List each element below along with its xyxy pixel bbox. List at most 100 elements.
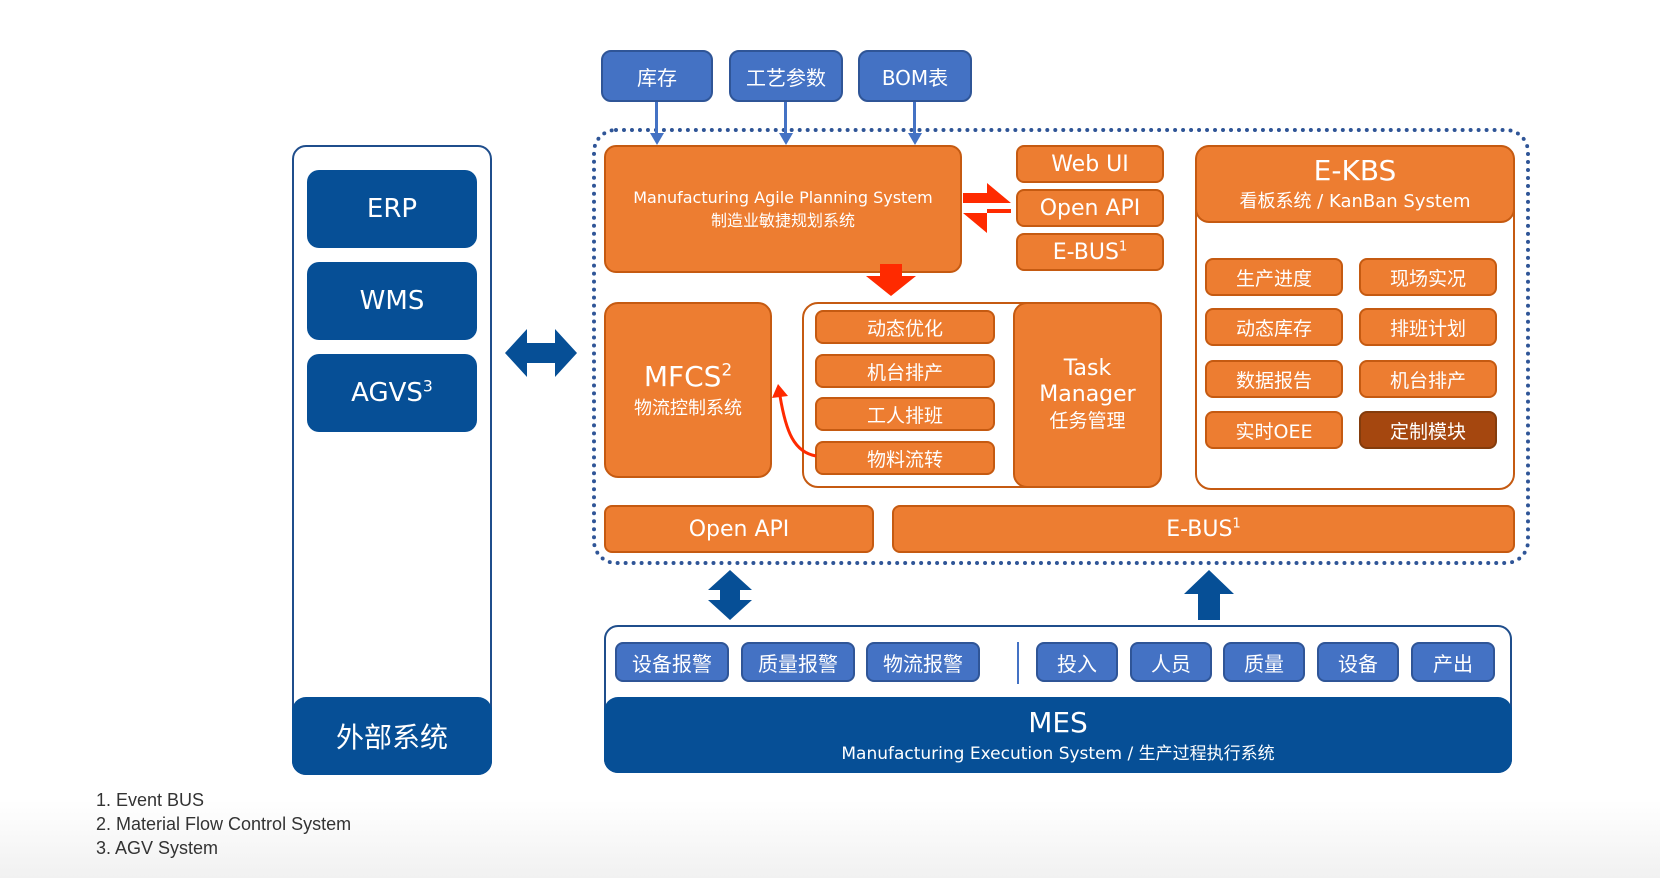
interface-web-ui[interactable]: Web UI — [1016, 145, 1164, 183]
scheduler-item[interactable]: 物料流转 — [815, 441, 995, 475]
ext-system-agvs[interactable]: AGVS3 — [307, 354, 477, 432]
interface-label: E-BUS1 — [1053, 240, 1128, 265]
arrow-down-red-icon — [866, 264, 916, 296]
kanban-module-label: 实时OEE — [1235, 420, 1313, 443]
kanban-module[interactable]: 数据报告 — [1205, 360, 1343, 398]
maps-block[interactable]: Manufacturing Agile Planning System 制造业敏… — [604, 145, 962, 273]
footnote-mark: 2 — [721, 359, 733, 380]
kanban-module-label: 排班计划 — [1389, 317, 1466, 340]
kanban-module[interactable]: 排班计划 — [1359, 308, 1497, 346]
mes-divider — [1017, 642, 1019, 684]
ebus-label: E-BUS — [1166, 516, 1233, 542]
ext-system-label: WMS — [359, 286, 425, 316]
external-systems-title: 外部系统 — [335, 721, 448, 754]
bidirectional-vertical-arrow-icon — [708, 570, 752, 620]
connector-line — [913, 102, 916, 134]
input-bom[interactable]: BOM表 — [858, 50, 972, 102]
mes-data-label: 投入 — [1057, 651, 1097, 676]
exchange-arrows-icon — [963, 183, 1011, 233]
mes-alarm-label: 物流报警 — [883, 651, 963, 676]
kanban-module[interactable]: 实时OEE — [1205, 411, 1343, 449]
mes-data-item[interactable]: 设备 — [1317, 642, 1399, 682]
kanban-module[interactable]: 生产进度 — [1205, 258, 1343, 296]
maps-title-zh: 制造业敏捷规划系统 — [710, 210, 855, 230]
bottom-open-api-label: Open API — [688, 516, 790, 542]
mes-title: MES — [1028, 705, 1088, 739]
arrow-down-icon — [779, 133, 793, 145]
footnote-mark: 1 — [1232, 516, 1241, 532]
scheduler-item-label: 物料流转 — [866, 448, 943, 471]
task-manager-block[interactable]: Task Manager 任务管理 — [1013, 302, 1162, 488]
mfcs-title-text: MFCS — [643, 360, 722, 393]
mfcs-subtitle: 物流控制系统 — [634, 398, 742, 419]
kanban-module[interactable]: 机台排产 — [1359, 360, 1497, 398]
footnotes: 1. Event BUS 2. Material Flow Control Sy… — [96, 788, 351, 860]
mes-alarm[interactable]: 质量报警 — [741, 642, 855, 682]
connector-line — [784, 102, 787, 134]
bidirectional-arrow-icon — [505, 329, 577, 377]
kanban-module-label: 定制模块 — [1389, 420, 1466, 443]
mes-data-item[interactable]: 质量 — [1223, 642, 1305, 682]
footnote: 3. AGV System — [96, 838, 219, 858]
agvs-label: AGVS — [351, 378, 423, 408]
scheduler-item[interactable]: 动态优化 — [815, 310, 995, 344]
interface-label: Web UI — [1051, 151, 1129, 177]
bottom-open-api[interactable]: Open API — [604, 505, 874, 553]
interface-ebus[interactable]: E-BUS1 — [1016, 233, 1164, 271]
footnote: 1. Event BUS — [96, 790, 205, 810]
external-systems-panel — [292, 145, 492, 775]
scheduler-item[interactable]: 工人排班 — [815, 397, 995, 431]
mes-alarm-label: 质量报警 — [758, 651, 838, 676]
mes-data-item[interactable]: 产出 — [1411, 642, 1495, 682]
mfcs-block[interactable]: MFCS2 物流控制系统 — [604, 302, 772, 478]
input-inventory[interactable]: 库存 — [601, 50, 713, 102]
interface-open-api[interactable]: Open API — [1016, 189, 1164, 227]
kanban-module-label: 生产进度 — [1235, 267, 1312, 290]
mes-data-label: 质量 — [1244, 651, 1284, 676]
scheduler-item-label: 动态优化 — [866, 317, 943, 340]
maps-title-en: Manufacturing Agile Planning System — [633, 187, 933, 207]
ext-system-label: AGVS3 — [351, 378, 433, 408]
mes-alarm[interactable]: 设备报警 — [615, 642, 729, 682]
connector-line — [655, 102, 658, 134]
kanban-module-label: 数据报告 — [1235, 369, 1312, 392]
task-manager-line: Manager — [1039, 382, 1136, 407]
mes-subtitle: Manufacturing Execution System / 生产过程执行系… — [841, 743, 1275, 764]
scheduler-item-label: 工人排班 — [866, 404, 943, 427]
input-label: 工艺参数 — [746, 65, 826, 90]
task-manager-line: 任务管理 — [1049, 410, 1126, 432]
mes-data-item[interactable]: 投入 — [1036, 642, 1118, 682]
platform-boundary — [592, 128, 1530, 565]
scheduler-item[interactable]: 机台排产 — [815, 354, 995, 388]
mes-alarm[interactable]: 物流报警 — [866, 642, 980, 682]
input-label: BOM表 — [881, 65, 949, 90]
scheduler-item-label: 机台排产 — [866, 361, 943, 384]
footnote: 2. Material Flow Control System — [96, 814, 352, 834]
ekbs-subtitle: 看板系统 / KanBan System — [1239, 191, 1471, 212]
external-systems-footer: 外部系统 — [292, 697, 492, 775]
kanban-module-label: 机台排产 — [1389, 369, 1466, 392]
ekbs-header[interactable]: E-KBS 看板系统 / KanBan System — [1195, 145, 1515, 223]
bottom-ebus-label: E-BUS1 — [1166, 517, 1241, 542]
mfcs-title: MFCS2 — [644, 360, 732, 394]
mes-alarm-label: 设备报警 — [632, 651, 712, 676]
footnote-mark: 1 — [1118, 239, 1128, 255]
input-process-params[interactable]: 工艺参数 — [729, 50, 843, 102]
kanban-module-custom[interactable]: 定制模块 — [1359, 411, 1497, 449]
mes-data-label: 设备 — [1338, 651, 1378, 676]
interface-label: Open API — [1039, 195, 1141, 221]
kanban-module[interactable]: 现场实况 — [1359, 258, 1497, 296]
mes-data-item[interactable]: 人员 — [1130, 642, 1212, 682]
mes-bar[interactable]: MES Manufacturing Execution System / 生产过… — [604, 697, 1512, 773]
kanban-module-label: 动态库存 — [1235, 317, 1312, 340]
kanban-module[interactable]: 动态库存 — [1205, 308, 1343, 346]
ekbs-title: E-KBS — [1313, 154, 1397, 187]
ext-system-wms[interactable]: WMS — [307, 262, 477, 340]
arrow-down-icon — [650, 133, 664, 145]
curved-arrow-icon — [772, 384, 817, 458]
mes-data-label: 人员 — [1151, 651, 1191, 676]
ext-system-erp[interactable]: ERP — [307, 170, 477, 248]
task-manager-line: Task — [1063, 356, 1112, 381]
kanban-module-label: 现场实况 — [1389, 267, 1466, 290]
bottom-ebus[interactable]: E-BUS1 — [892, 505, 1515, 553]
